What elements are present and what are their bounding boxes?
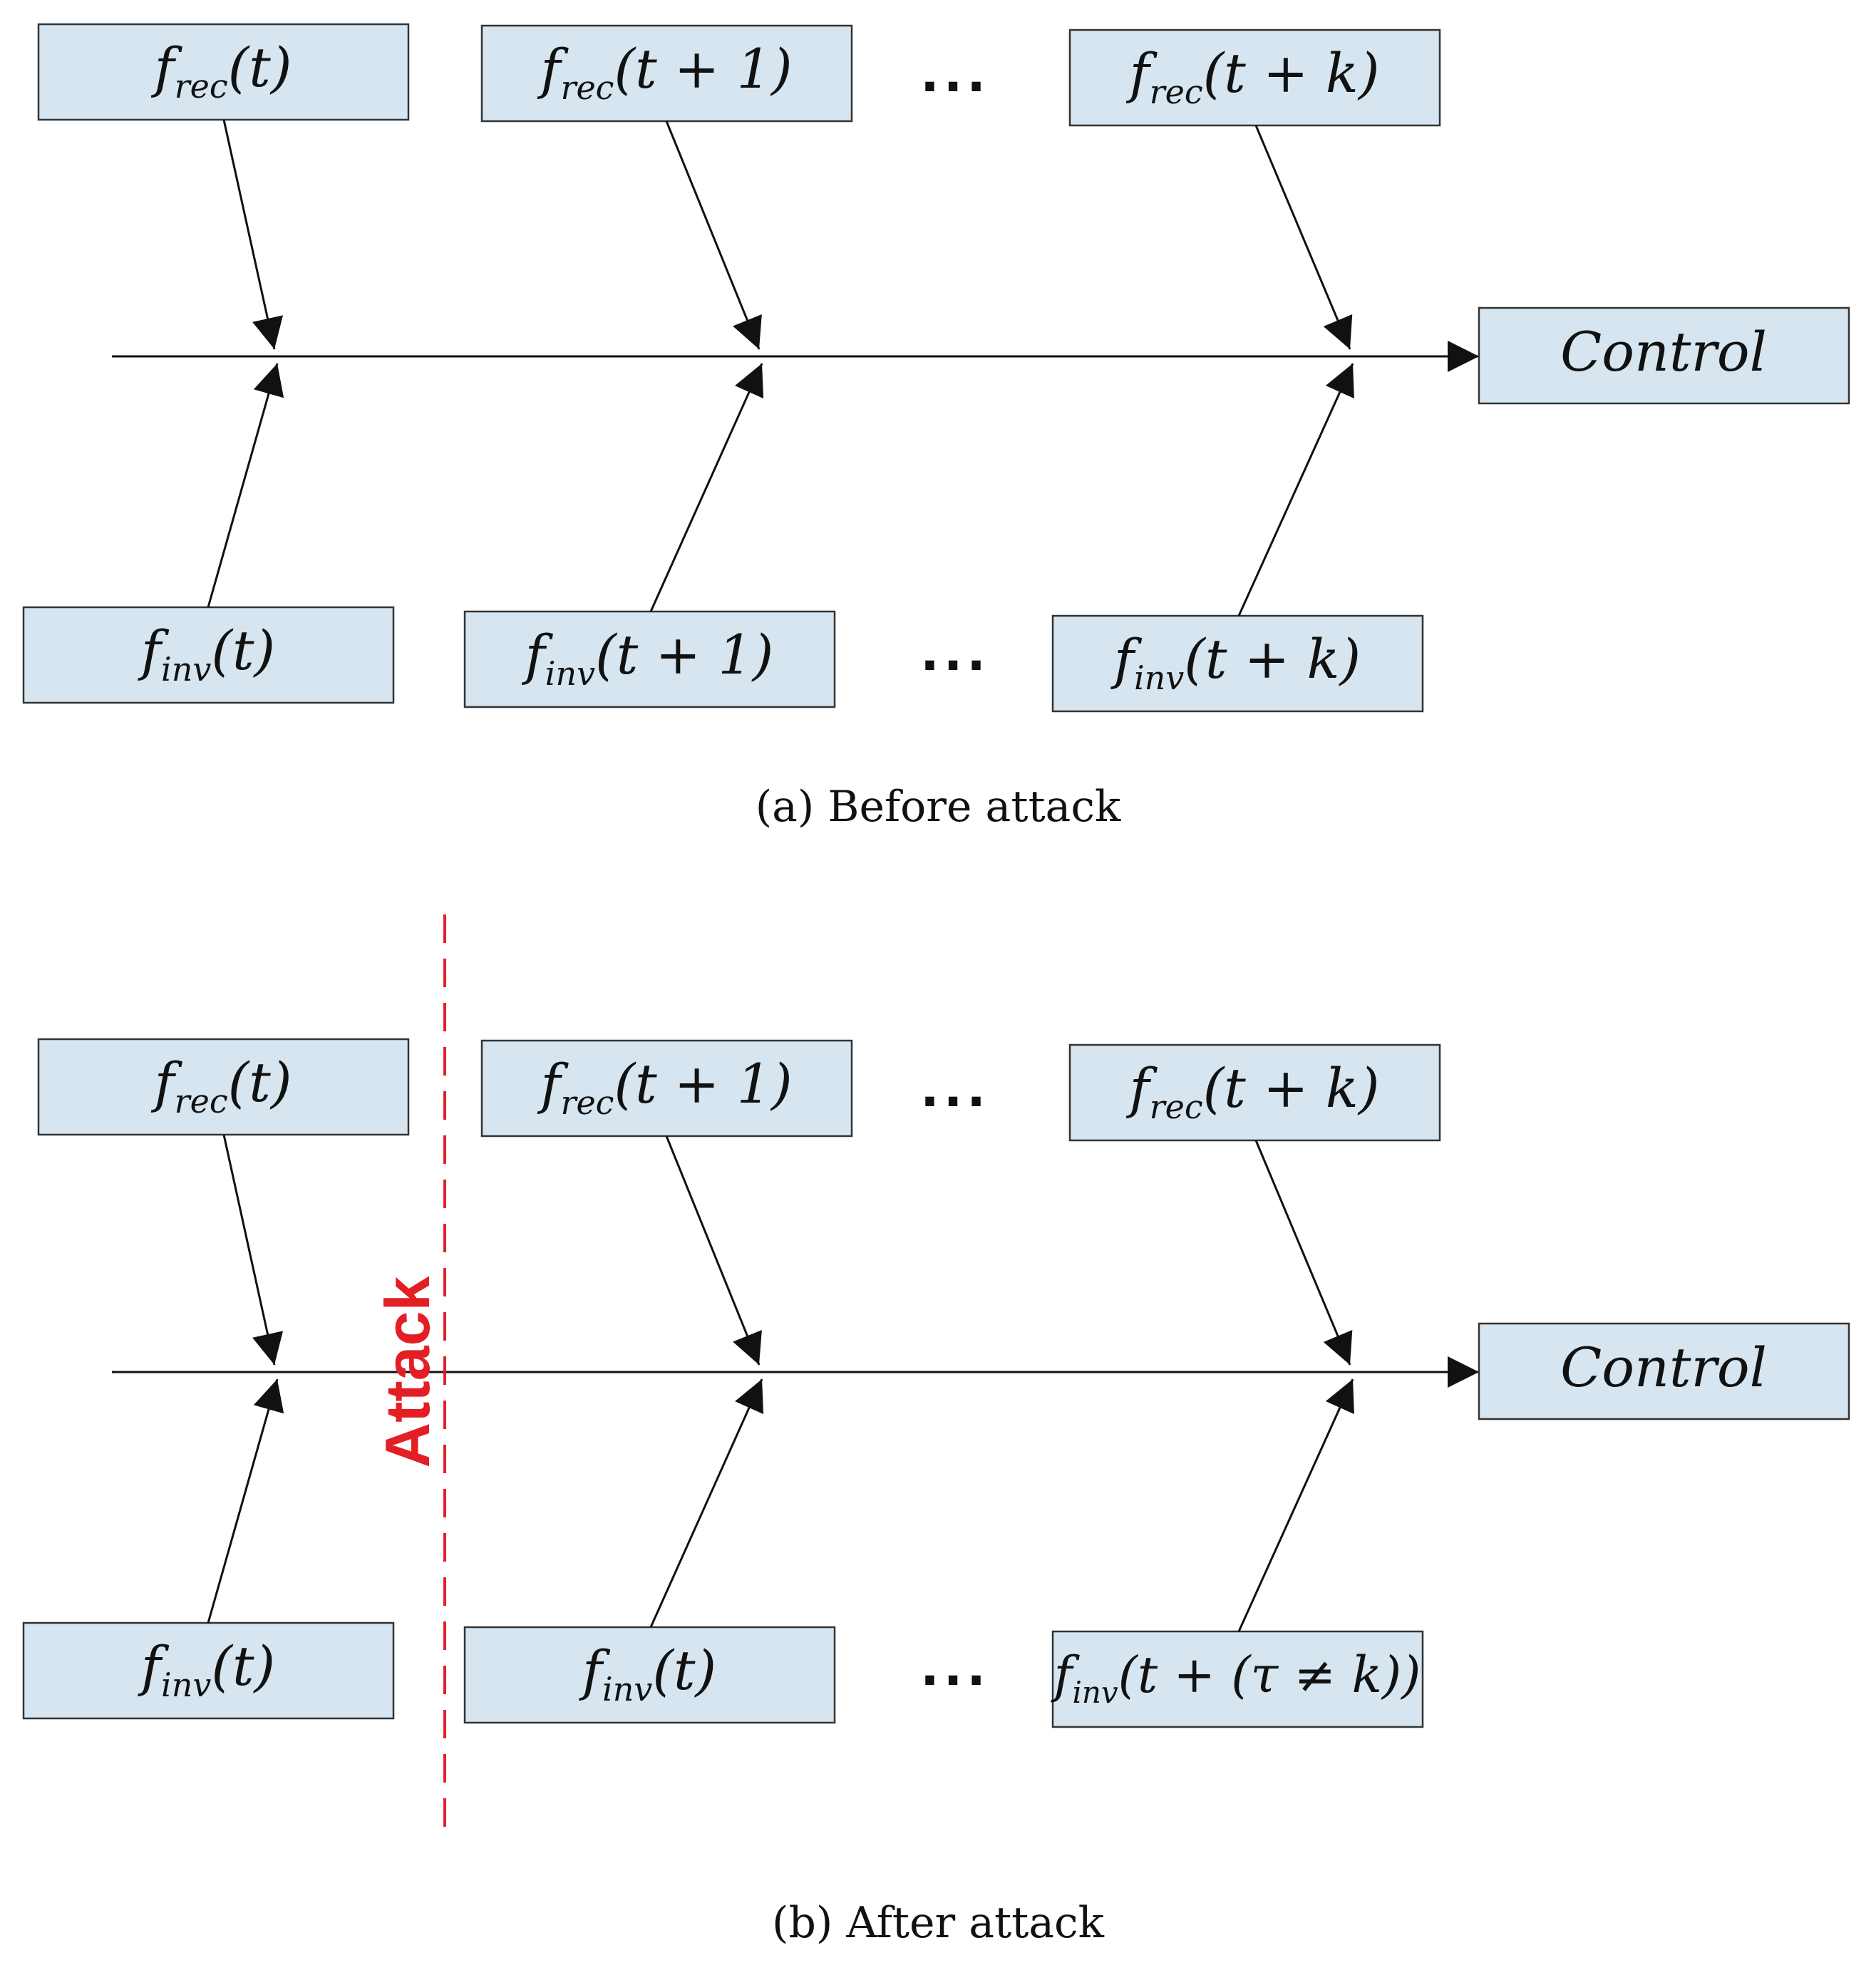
panel-a-inv-label-1: finv(t + 1) (522, 623, 774, 693)
panel-b-rec-box-2: frec(t + k) (1068, 1043, 1441, 1142)
panel-a-inv-box-2: finv(t + k) (1051, 614, 1424, 713)
panel-a-inv-connector-1 (649, 363, 764, 612)
panel-b-rec-connector-2 (1254, 1140, 1353, 1366)
panel-a-rec-connector-0 (222, 119, 284, 350)
panel-a: frec(t) frec(t + 1) frec(t + k) finv(t) … (22, 23, 1850, 832)
panel-b-rec-label-0: frec(t) (151, 1051, 292, 1120)
panel-b-rec-connector-1 (665, 1135, 762, 1366)
panel-b-rec-label-1: frec(t + 1) (537, 1052, 792, 1122)
panel-a-inv-box-1: finv(t + 1) (463, 610, 836, 708)
panel-a-rec-label-0: frec(t) (151, 36, 292, 105)
panel-b-inv-connector-0 (207, 1378, 284, 1624)
panel-a-inv-connector-0 (207, 363, 284, 608)
attack-label: Attack (372, 1275, 443, 1468)
panel-b-rec-box-1: frec(t + 1) (480, 1039, 853, 1138)
panel-a-rec-label-1: frec(t + 1) (537, 37, 792, 107)
panel-a-control-label: Control (1560, 320, 1767, 383)
panel-b-inv-connector-1 (649, 1378, 764, 1628)
panel-a-rec-label-2: frec(t + k) (1125, 41, 1379, 111)
panel-b-ellipsis-bottom: ... (920, 1639, 990, 1697)
panel-b-inv-connector-2 (1237, 1378, 1354, 1632)
panel-a-inv-label-2: finv(t + k) (1110, 627, 1361, 697)
panel-a-caption: (a) Before attack (756, 782, 1121, 832)
panel-a-rec-connector-1 (665, 120, 762, 350)
panel-a-control-box: Control (1478, 306, 1850, 405)
panel-b-inv-label-2: finv(t + (τ ≠ k)) (1051, 1646, 1421, 1710)
panel-a-rec-connector-2 (1254, 125, 1353, 350)
panel-a-ellipsis-bottom: ... (920, 624, 990, 682)
panel-a-inv-box-0: finv(t) (22, 606, 395, 704)
panel-b-ellipsis-top: ... (920, 1060, 990, 1118)
panel-b-rec-connector-0 (222, 1134, 284, 1366)
panel-b-inv-box-0: finv(t) (22, 1621, 395, 1720)
panel-b-control-label: Control (1560, 1336, 1767, 1399)
panel-b-inv-box-2: finv(t + (τ ≠ k)) (1051, 1630, 1424, 1728)
panel-a-inv-connector-2 (1237, 363, 1354, 617)
panel-b-rec-box-0: frec(t) (37, 1038, 410, 1136)
panel-b: frec(t) frec(t + 1) frec(t + k) finv(t) … (22, 914, 1850, 1948)
panel-a-rec-box-0: frec(t) (37, 23, 410, 121)
panel-b-caption: (b) After attack (772, 1898, 1105, 1948)
panel-a-rec-box-2: frec(t + k) (1068, 29, 1441, 127)
panel-b-control-box: Control (1478, 1322, 1850, 1420)
panel-b-inv-box-1: finv(t) (463, 1626, 836, 1724)
panel-a-ellipsis-top: ... (920, 45, 990, 103)
panel-a-rec-box-1: frec(t + 1) (480, 24, 853, 123)
